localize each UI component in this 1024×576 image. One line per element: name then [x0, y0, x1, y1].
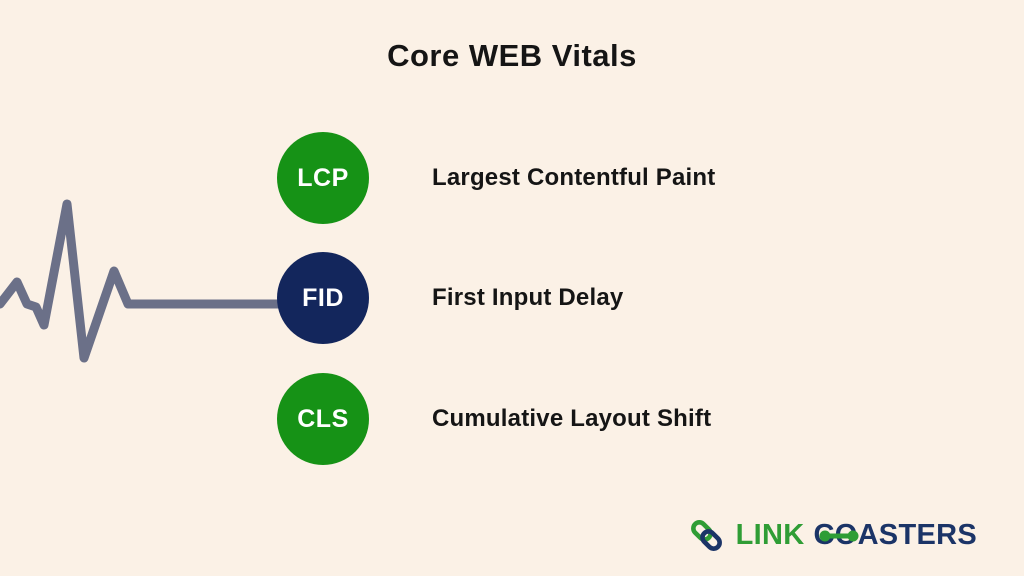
cls-label: Cumulative Layout Shift	[432, 405, 712, 432]
vital-row-cls: CLS Cumulative Layout Shift	[277, 373, 711, 465]
fid-circle: FID	[277, 252, 369, 344]
logo-word-coasters: COASTERS	[813, 519, 977, 552]
fid-label: First Input Delay	[432, 284, 624, 311]
lcp-circle: LCP	[277, 132, 369, 224]
logo-word-link: LINK	[735, 519, 805, 551]
ekg-pulse-line	[0, 199, 292, 363]
vital-row-fid: FID First Input Delay	[277, 252, 623, 344]
lcp-label: Largest Contentful Paint	[432, 164, 716, 191]
logo-wordmark: LINK COASTERS	[736, 519, 977, 552]
logo-word-coasters-text: COASTERS	[813, 519, 977, 551]
link-coasters-logo: LINK COASTERS	[688, 518, 977, 553]
chain-link-green-ring	[690, 520, 713, 542]
cls-circle: CLS	[277, 373, 369, 465]
chain-link-icon	[690, 520, 722, 551]
ekg-pulse-path	[0, 199, 292, 363]
chain-link-navy-ring	[699, 529, 722, 551]
page-title: Core WEB Vitals	[387, 38, 637, 73]
vital-row-lcp: LCP Largest Contentful Paint	[277, 132, 715, 224]
